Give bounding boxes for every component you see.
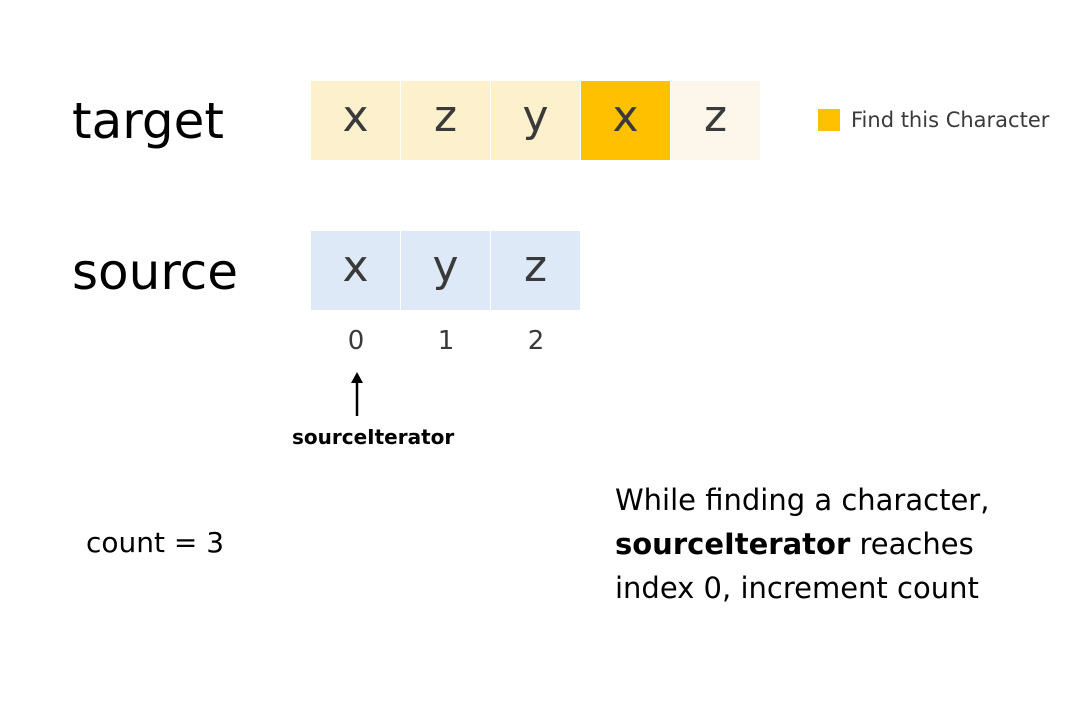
source-cell-2: z — [491, 231, 580, 310]
target-cell-char: x — [342, 91, 369, 142]
target-cell-char: z — [433, 91, 458, 142]
target-cell-3: x — [581, 81, 670, 160]
index-label-2: 2 — [527, 326, 545, 356]
legend: Find this Character — [818, 108, 1049, 132]
source-label: source — [72, 243, 239, 301]
source-cell-1: y — [401, 231, 490, 310]
pointer-label: sourceIterator — [292, 425, 455, 449]
explanation-text: While finding a character, sourceIterato… — [615, 478, 1065, 610]
explanation-line-2: sourceIterator reaches — [615, 522, 1065, 566]
index-label-0: 0 — [347, 326, 365, 356]
source-cell-0: x — [311, 231, 400, 310]
source-indices: 0 1 2 — [311, 326, 581, 356]
source-cell-char: x — [342, 241, 369, 292]
source-cell-char: y — [432, 241, 459, 292]
target-cell-4: z — [671, 81, 760, 160]
explanation-line-3: index 0, increment count — [615, 571, 979, 605]
source-cell-char: z — [523, 241, 548, 292]
legend-swatch — [818, 109, 840, 131]
legend-text: Find this Character — [851, 108, 1050, 132]
explanation-bold: sourceIterator — [615, 527, 851, 561]
target-label: target — [72, 92, 225, 150]
index-label-1: 1 — [437, 326, 455, 356]
target-array: x z y x z — [311, 81, 760, 160]
target-cell-char: y — [522, 91, 549, 142]
target-cell-1: z — [401, 81, 490, 160]
explanation-line-1: While finding a character, — [615, 483, 990, 517]
target-cell-0: x — [311, 81, 400, 160]
target-cell-char: x — [612, 91, 639, 142]
target-cell-char: z — [703, 91, 728, 142]
explanation-line-2-rest: reaches — [850, 527, 974, 561]
arrow-up-icon — [351, 372, 363, 416]
count-text: count = 3 — [86, 526, 225, 559]
source-array: x y z — [311, 231, 580, 310]
target-cell-2: y — [491, 81, 580, 160]
